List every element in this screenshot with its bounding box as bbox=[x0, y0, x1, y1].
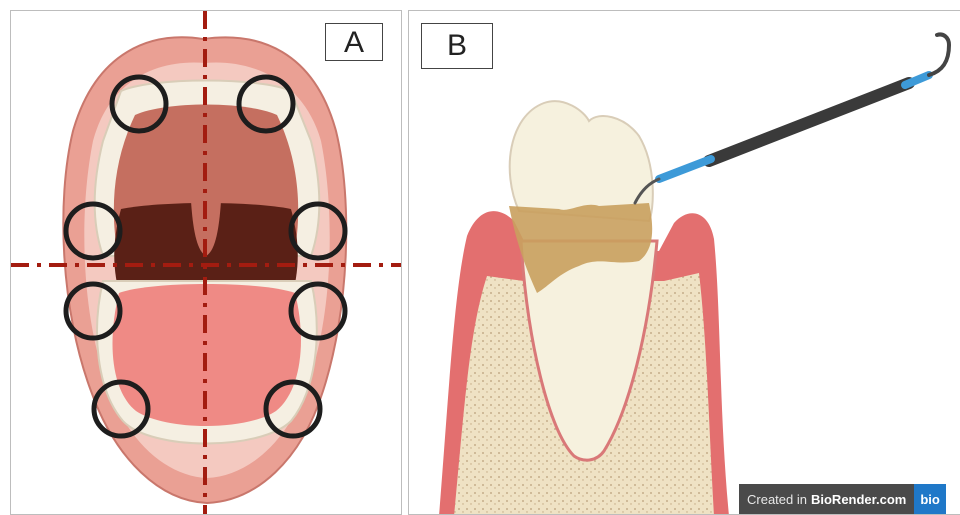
probe-end-sleeve bbox=[905, 75, 929, 85]
panel-b-label: B bbox=[421, 23, 493, 69]
probe-tip-sleeve bbox=[659, 159, 711, 179]
panel-b: B Created in BioRender.com bio bbox=[408, 10, 960, 515]
watermark-logo: bio bbox=[914, 484, 946, 514]
panel-a: A bbox=[10, 10, 402, 515]
watermark-prefix: Created in bbox=[747, 492, 807, 507]
probe-hook bbox=[929, 34, 949, 75]
probe-handle bbox=[709, 83, 909, 161]
biorender-watermark: Created in BioRender.com bio bbox=[739, 484, 946, 514]
panel-a-label: A bbox=[325, 23, 383, 61]
tooth-cross-section-illustration bbox=[409, 11, 960, 515]
tooth-crown bbox=[510, 101, 653, 221]
watermark-brand: BioRender.com bbox=[811, 492, 906, 507]
open-mouth-illustration bbox=[11, 11, 402, 515]
